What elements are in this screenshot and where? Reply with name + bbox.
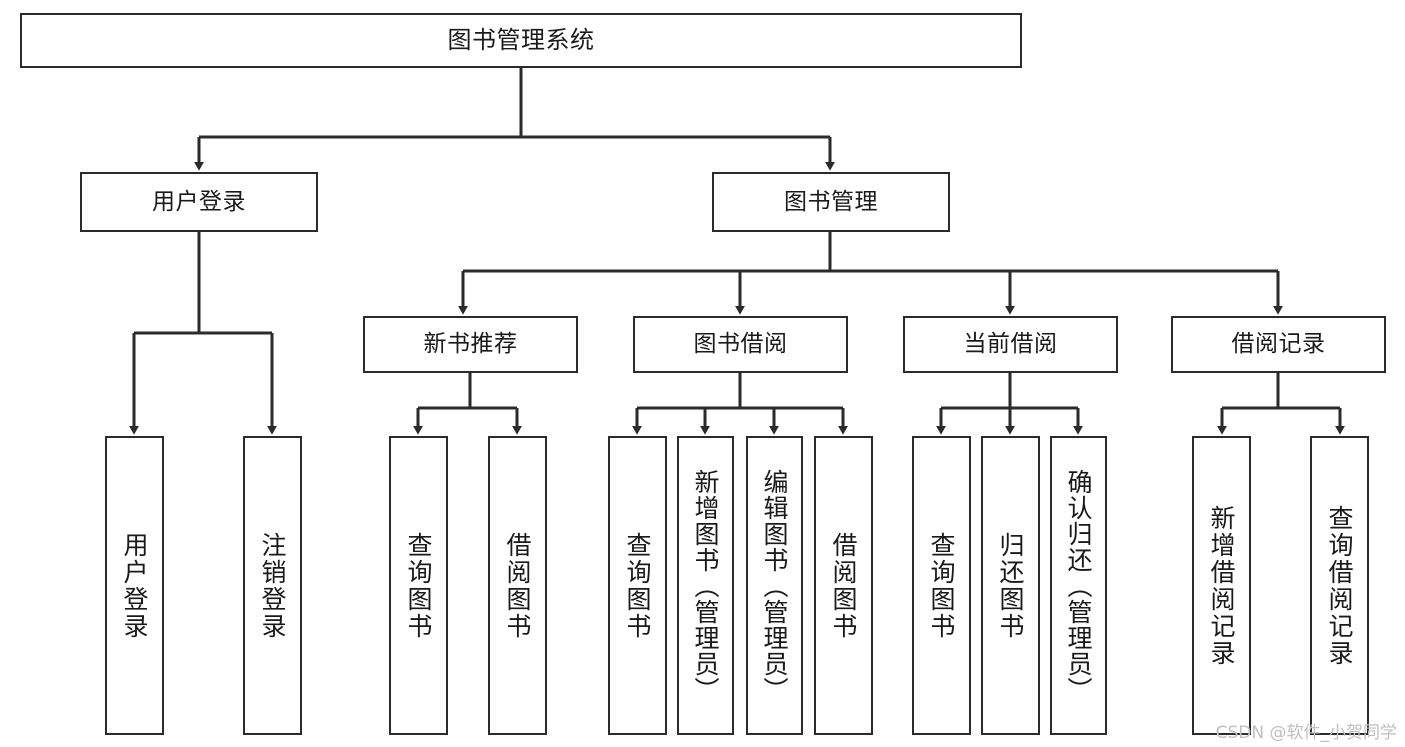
node-label: 查询图书 (623, 531, 652, 640)
node-leaf-query-book-1[interactable]: 查询图书 (389, 436, 448, 735)
node-label: 查询图书 (404, 531, 433, 640)
node-leaf-query-borrow-record[interactable]: 查询借阅记录 (1310, 436, 1369, 735)
node-borrowing-record[interactable]: 借阅记录 (1171, 316, 1386, 373)
node-leaf-query-book-2[interactable]: 查询图书 (608, 436, 667, 735)
node-label: 用户登录 (152, 188, 246, 215)
node-label: 编辑图书（管理员） (760, 468, 789, 703)
node-label: 用户登录 (120, 531, 149, 640)
node-label: 新增图书（管理员） (691, 468, 720, 703)
node-leaf-add-book[interactable]: 新增图书（管理员） (677, 436, 734, 735)
node-book-borrowing[interactable]: 图书借阅 (633, 316, 848, 373)
node-leaf-logout[interactable]: 注销登录 (243, 436, 302, 735)
node-root-book-management-system[interactable]: 图书管理系统 (20, 13, 1022, 68)
node-label: 借阅记录 (1231, 331, 1326, 358)
node-label: 确认归还（管理员） (1064, 468, 1093, 703)
node-label: 查询图书 (927, 531, 956, 640)
node-label: 查询借阅记录 (1325, 504, 1354, 667)
node-label: 新书推荐 (423, 331, 518, 358)
node-label: 归还图书 (996, 531, 1025, 640)
node-leaf-edit-book[interactable]: 编辑图书（管理员） (746, 436, 803, 735)
node-leaf-user-login[interactable]: 用户登录 (105, 436, 164, 735)
node-leaf-confirm-return[interactable]: 确认归还（管理员） (1050, 436, 1107, 735)
node-leaf-borrow-book-1[interactable]: 借阅图书 (488, 436, 547, 735)
node-current-borrowing[interactable]: 当前借阅 (903, 316, 1118, 373)
node-leaf-return-book[interactable]: 归还图书 (981, 436, 1040, 735)
node-label: 图书管理 (784, 188, 878, 215)
node-label: 新增借阅记录 (1207, 504, 1236, 667)
node-leaf-borrow-book-2[interactable]: 借阅图书 (814, 436, 873, 735)
node-label: 当前借阅 (963, 331, 1058, 358)
node-label: 图书管理系统 (447, 25, 595, 54)
node-book-management[interactable]: 图书管理 (712, 172, 950, 232)
node-label: 借阅图书 (829, 531, 858, 640)
node-new-book-recommendation[interactable]: 新书推荐 (363, 316, 578, 373)
csdn-watermark: CSDN @软件_小贺同学 (1215, 723, 1397, 743)
node-leaf-query-book-3[interactable]: 查询图书 (912, 436, 971, 735)
node-label: 图书借阅 (693, 331, 788, 358)
node-user-login[interactable]: 用户登录 (80, 172, 318, 232)
node-leaf-add-borrow-record[interactable]: 新增借阅记录 (1192, 436, 1251, 735)
node-label: 注销登录 (258, 531, 287, 640)
node-label: 借阅图书 (503, 531, 532, 640)
